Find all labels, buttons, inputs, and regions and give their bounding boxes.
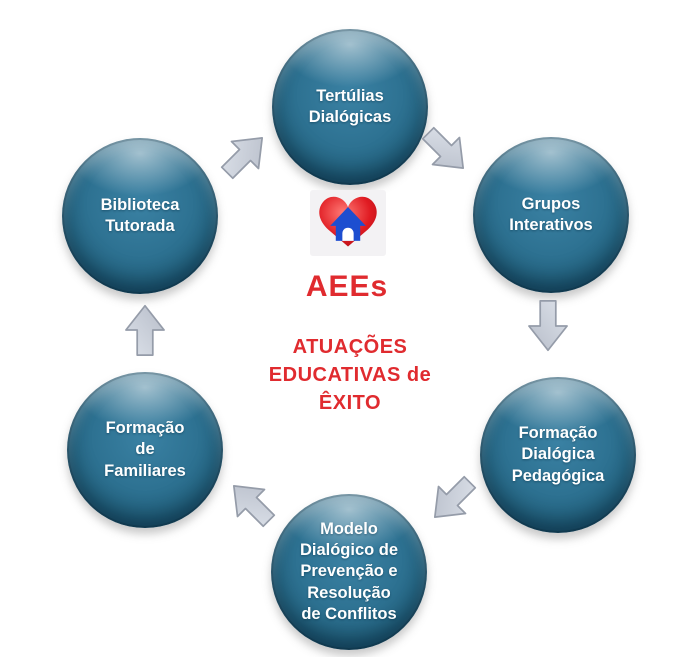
node-label: Grupos Interativos (509, 194, 593, 234)
block-arrow-up-icon (122, 304, 168, 356)
center-acronym: AEEs (305, 270, 389, 303)
node-formacao-dialogica-pedagogica: Formação Dialógica Pedagógica (480, 377, 636, 533)
node-grupos-interativos: Grupos Interativos (473, 137, 629, 293)
node-label: Modelo Dialógico de Prevenção e Resoluçã… (299, 520, 399, 623)
block-arrow-down-left-icon (417, 465, 486, 534)
heart-with-house-icon (310, 190, 386, 256)
block-arrow-up-right-icon (210, 120, 279, 189)
node-formacao-de-familiares: Formação de Familiares (67, 372, 223, 528)
node-label: Tertúlias Dialógicas (308, 86, 392, 126)
node-label: Biblioteca Tutorada (100, 195, 180, 235)
node-label: Formação de Familiares (104, 419, 186, 480)
block-arrow-up-left-icon (216, 468, 285, 537)
block-arrow-down-right-icon (411, 116, 480, 185)
node-tertulias-dialogicas: Tertúlias Dialógicas (272, 29, 428, 185)
center-title: ATUAÇÕES EDUCATIVAS de ÊXITO (268, 336, 432, 414)
node-biblioteca-tutorada: Biblioteca Tutorada (62, 138, 218, 294)
block-arrow-down-icon (525, 300, 571, 352)
node-modelo-dialogico-conflitos: Modelo Dialógico de Prevenção e Resoluçã… (271, 494, 427, 650)
node-label: Formação Dialógica Pedagógica (511, 424, 605, 485)
